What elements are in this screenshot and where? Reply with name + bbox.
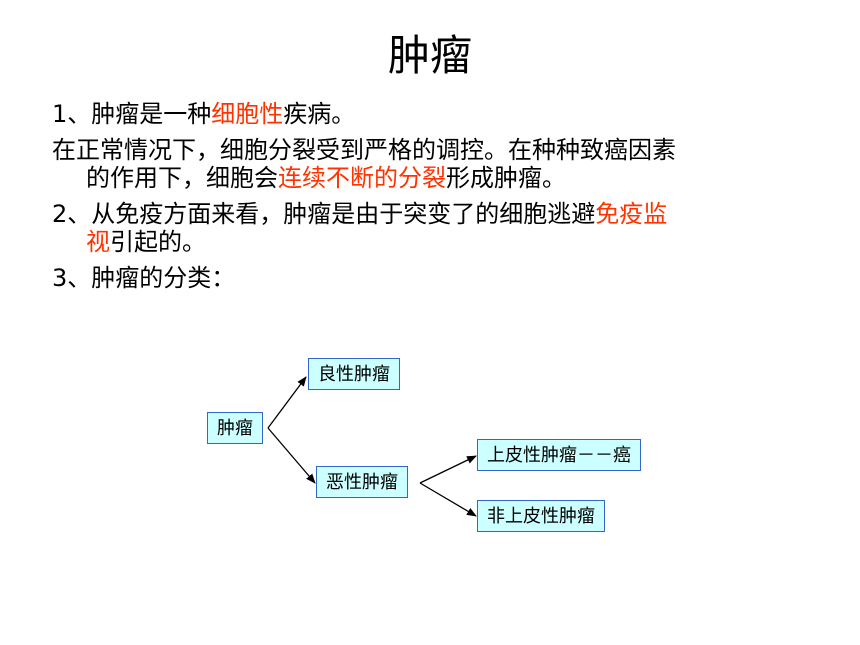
point-2-line-1-text: 在正常情况下，细胞分裂受到严格的调控。在种种致癌因素 <box>52 136 676 164</box>
point-3-line-2-suffix: 引起的。 <box>110 228 206 256</box>
point-3-line-1: 2、从免疫方面来看，肿瘤是由于突变了的细胞逃避免疫监 <box>52 200 667 228</box>
node-epithelial: 上皮性肿瘤－－癌 <box>477 439 641 471</box>
point-1-prefix: 1、肿瘤是一种 <box>52 100 212 128</box>
point-4-text: 3、肿瘤的分类： <box>52 264 236 292</box>
point-2-line-2-highlight: 连续不断的分裂 <box>278 164 446 192</box>
slide-title: 肿瘤 <box>387 31 472 80</box>
arrow-root-to-benign <box>267 376 307 429</box>
point-3-line-2: 视引起的。 <box>52 228 206 256</box>
arrow-root-to-malignant <box>267 427 316 484</box>
point-1-suffix: 疾病。 <box>283 100 356 128</box>
arrow-malignant-to-epithelial <box>419 455 477 484</box>
node-benign: 良性肿瘤 <box>308 358 400 390</box>
point-3-line-1-highlight: 免疫监 <box>595 200 668 228</box>
node-non-epithelial: 非上皮性肿瘤 <box>477 500 605 532</box>
point-2-line-2-prefix: 的作用下，细胞会 <box>86 164 278 192</box>
point-2-line-2-suffix: 形成肿瘤。 <box>446 164 566 192</box>
point-1-highlight: 细胞性 <box>211 100 284 128</box>
point-2-line-1: 在正常情况下，细胞分裂受到严格的调控。在种种致癌因素 <box>52 136 676 164</box>
node-root: 肿瘤 <box>207 412 263 444</box>
arrow-malignant-to-non-epithelial <box>419 482 477 517</box>
point-4: 3、肿瘤的分类： <box>52 264 235 292</box>
point-3-line-1-prefix: 2、从免疫方面来看，肿瘤是由于突变了的细胞逃避 <box>52 200 596 228</box>
node-malignant: 恶性肿瘤 <box>316 466 408 498</box>
point-3-line-2-highlight: 视 <box>86 228 110 256</box>
point-1: 1、肿瘤是一种细胞性疾病。 <box>52 100 355 128</box>
point-2-line-2: 的作用下，细胞会连续不断的分裂形成肿瘤。 <box>52 164 566 192</box>
